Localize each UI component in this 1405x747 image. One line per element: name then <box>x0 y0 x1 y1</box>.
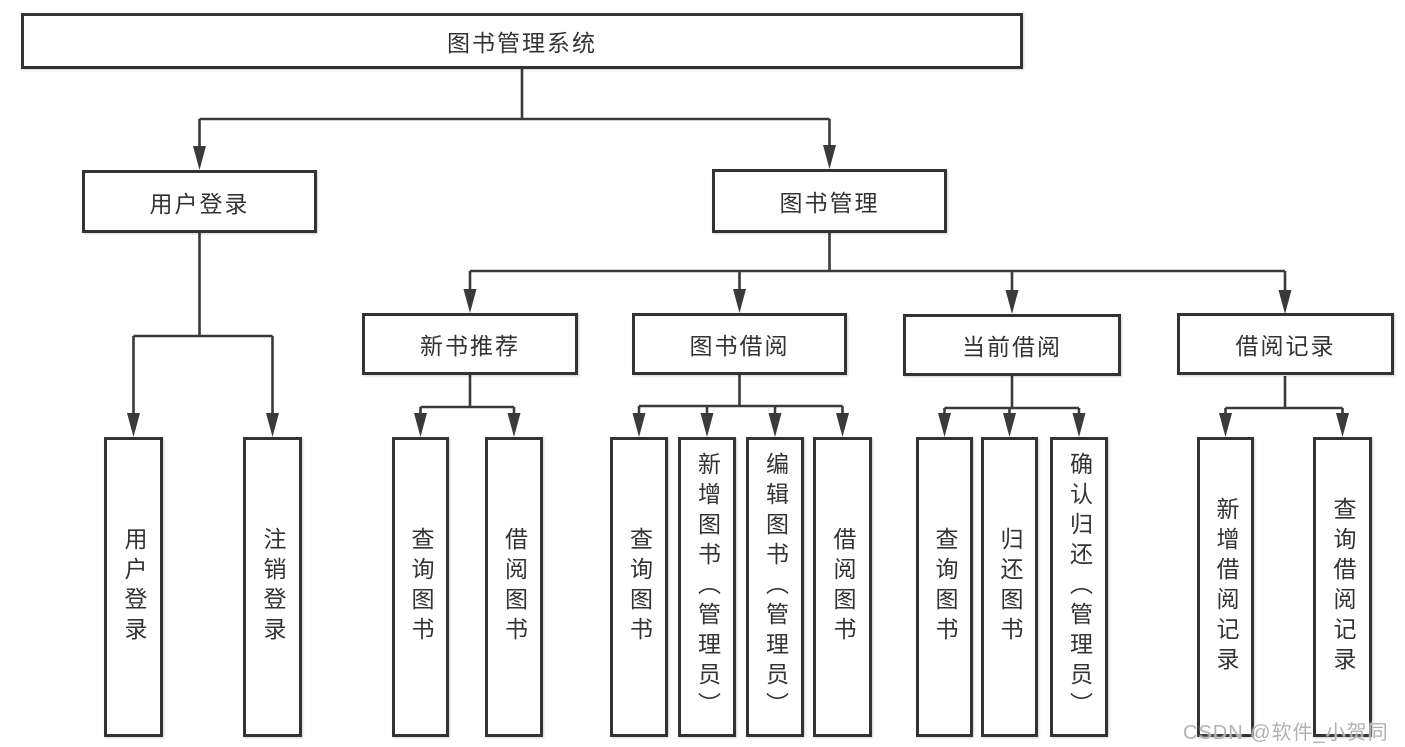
leaf-borrow-books: 借阅图书 <box>813 437 872 737</box>
leaf-query-books-current: 查询图书 <box>916 437 973 737</box>
leaf-add-borrow-record: 新增借阅记录 <box>1197 437 1254 737</box>
node-new-book-recommend: 新书推荐 <box>362 313 578 375</box>
leaf-borrow-books-recommend: 借阅图书 <box>485 437 543 737</box>
node-book-borrow: 图书借阅 <box>632 313 847 375</box>
leaf-confirm-return-admin: 确认归还（管理员） <box>1050 437 1108 737</box>
node-root-library-system: 图书管理系统 <box>21 13 1023 69</box>
node-borrow-records: 借阅记录 <box>1177 313 1394 375</box>
leaf-query-borrow-record: 查询借阅记录 <box>1313 437 1372 737</box>
leaf-return-books: 归还图书 <box>981 437 1038 737</box>
leaf-logout: 注销登录 <box>243 437 302 737</box>
leaf-query-books-recommend: 查询图书 <box>392 437 449 737</box>
leaf-add-books-admin: 新增图书（管理员） <box>678 437 736 737</box>
leaf-query-books-borrow: 查询图书 <box>610 437 668 737</box>
node-book-management: 图书管理 <box>712 169 947 233</box>
leaf-user-login: 用户登录 <box>104 437 163 737</box>
node-current-borrow: 当前借阅 <box>903 314 1121 376</box>
leaf-edit-books-admin: 编辑图书（管理员） <box>746 437 804 737</box>
csdn-watermark: CSDN @软件_小贺同学 <box>1183 722 1389 744</box>
node-user-login: 用户登录 <box>82 170 317 233</box>
